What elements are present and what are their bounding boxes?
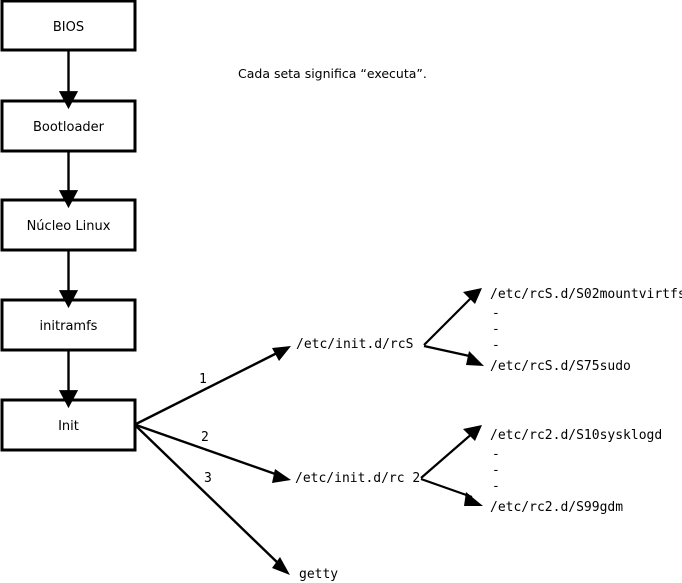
edge-rcs-to-last-script — [423, 344, 484, 366]
node-bios-label: BIOS — [53, 20, 84, 35]
diagram-caption: Cada seta significa “executa”. — [238, 66, 427, 81]
node-init: Init — [0, 398, 137, 452]
edge-rc2-to-last-script — [420, 477, 483, 506]
edge-init-to-rc2-arrowhead — [272, 469, 291, 483]
node-bios: BIOS — [0, 0, 137, 52]
edge-rc2-to-first-script — [420, 425, 482, 479]
rc2-ellipsis-dash-3: - — [492, 479, 500, 494]
node-initramfs: initramfs — [0, 298, 137, 352]
rcs-ellipsis-dash-2: - — [492, 322, 500, 337]
node-initramfs-rect — [0, 298, 137, 352]
node-bootloader: Bootloader — [0, 99, 137, 153]
branch-number-1: 1 — [199, 372, 207, 387]
label-init-d-rcs: /etc/init.d/rcS — [296, 337, 413, 352]
branch-number-3: 3 — [204, 471, 212, 486]
node-kernel-label: Núcleo Linux — [27, 219, 111, 234]
rc2-ellipsis-dash-2: - — [492, 463, 500, 478]
node-bootloader-label: Bootloader — [33, 120, 105, 135]
node-kernel: Núcleo Linux — [0, 198, 137, 252]
label-init-d-rc2: /etc/init.d/rc 2 — [295, 471, 420, 486]
edge-init-to-rcs-arrowhead — [272, 346, 291, 361]
label-rcs-first-script: /etc/rcS.d/S02mountvirtfs — [490, 287, 682, 302]
edge-init-to-rcs — [135, 346, 291, 426]
rcs-ellipsis-dash-1: - — [492, 306, 500, 321]
node-init-label: Init — [58, 419, 79, 434]
edge-rc2-to-first-script-arrowhead — [463, 425, 482, 441]
edge-rc2-to-last-script-arrowhead — [464, 492, 483, 506]
label-getty: getty — [299, 567, 338, 582]
label-rcs-last-script: /etc/rcS.d/S75sudo — [490, 359, 631, 374]
edge-init-to-getty — [135, 425, 290, 575]
edge-init-to-getty-arrowhead — [272, 557, 290, 575]
label-rc2-first-script: /etc/rc2.d/S10sysklogd — [490, 428, 662, 443]
edge-rcs-to-last-script-arrowhead — [466, 351, 484, 366]
rc2-ellipsis-dash-1: - — [492, 447, 500, 462]
edge-rcs-to-first-script — [423, 288, 482, 346]
rcs-ellipsis-dash-3: - — [492, 338, 500, 353]
node-initramfs-label: initramfs — [40, 319, 98, 334]
label-rc2-last-script: /etc/rc2.d/S99gdm — [490, 500, 623, 515]
edge-init-to-rc2 — [135, 423, 291, 483]
edge-rcs-to-first-script-arrowhead — [463, 288, 482, 304]
branch-number-2: 2 — [201, 430, 209, 445]
